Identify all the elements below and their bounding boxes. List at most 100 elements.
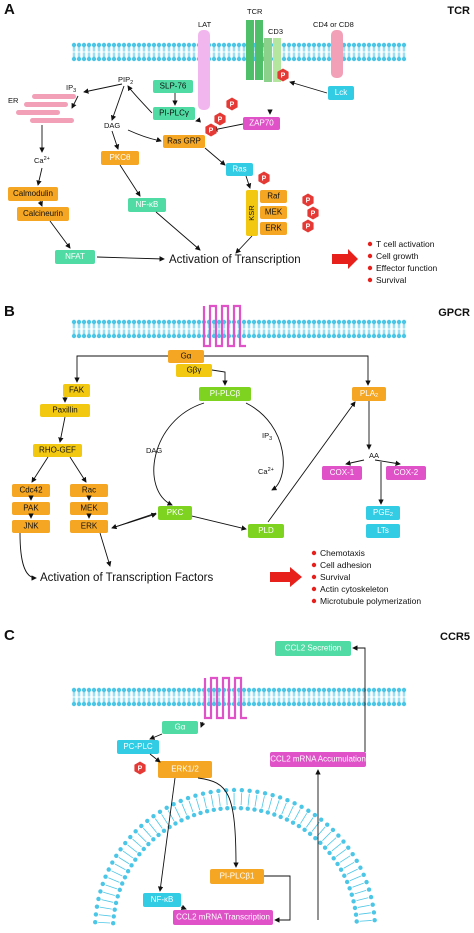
nuclear-lipid-tail <box>322 831 332 841</box>
membrane-b-lipid-head <box>186 333 192 339</box>
calcineurin-label: Calcineurin <box>23 209 63 218</box>
membrane-a-lipid-head <box>106 56 112 62</box>
pla2-label: PLA2 <box>360 389 378 399</box>
membrane-a-lipid-head <box>151 42 157 48</box>
rho-gef-label: RHO-GEF <box>39 446 76 455</box>
membrane-c-lipid-head <box>106 701 112 707</box>
membrane-a-lipid-head <box>326 42 332 48</box>
g-alpha-label-b: Gα <box>181 352 192 361</box>
nuclear-lipid-head <box>96 896 101 902</box>
nfat-label: NFAT <box>65 252 85 261</box>
lts-label: LTs <box>377 526 389 535</box>
membrane-b-lipid-head <box>101 333 107 339</box>
membrane-a-lipid-head <box>101 42 107 48</box>
nuclear-lipid-head <box>322 845 328 850</box>
nuclear-lipid-head <box>117 887 122 893</box>
nuclear-lipid-tail <box>356 897 369 901</box>
panel-c-letter: C <box>4 627 15 644</box>
membrane-c-lipid-head <box>166 701 172 707</box>
nuclear-lipid-tail <box>181 803 187 815</box>
nuclear-lipid-head <box>292 801 297 806</box>
nuclear-lipid-tail <box>294 809 301 821</box>
erk-label-b: ERK <box>81 522 98 531</box>
nuclear-lipid-tail <box>247 793 250 806</box>
arrows-panel-b <box>19 355 401 581</box>
membrane-c-lipid-head <box>116 701 122 707</box>
erk12-label: ERK1/2 <box>171 765 199 774</box>
nuclear-lipid-head <box>114 853 119 859</box>
membrane-b-lipid-head <box>96 333 102 339</box>
membrane-c-lipid-head <box>191 687 197 693</box>
nuclear-lipid-tail <box>98 921 111 924</box>
er-label: ER <box>8 96 19 105</box>
membrane-c-lipid-head <box>76 687 82 693</box>
nuclear-lipid-head <box>178 798 183 804</box>
nuclear-lipid-head <box>156 832 161 838</box>
membrane-b-lipid-head <box>341 333 347 339</box>
membrane-a-lipid-head <box>166 42 172 48</box>
bullet-b-3 <box>311 574 317 580</box>
nuclear-lipid-head <box>198 810 203 816</box>
nuclear-lipid-head <box>146 841 151 847</box>
membrane-c-lipid-head <box>341 701 347 707</box>
membrane-b-lipid-head <box>246 333 252 339</box>
membrane-c-lipid-head <box>131 701 137 707</box>
tcr-label: TCR <box>247 7 263 16</box>
nuclear-lipid-head <box>106 867 111 872</box>
nuclear-lipid-head <box>318 840 323 846</box>
membrane-c-lipid-head <box>241 687 247 693</box>
membrane-a-lipid-head <box>286 42 292 48</box>
membrane-c-lipid-head <box>266 687 272 693</box>
nuclear-lipid-tail <box>203 796 207 809</box>
paxillin-label: Paxillin <box>52 406 77 415</box>
membrane-c-lipid-head <box>376 687 382 693</box>
bullet-b-1 <box>311 550 317 556</box>
nuclear-lipid-head <box>113 900 119 906</box>
membrane-b-lipid-head <box>176 319 182 325</box>
membrane-b-lipid-head <box>216 333 222 339</box>
nuclear-lipid-head <box>361 872 366 878</box>
calcium-label-a: Ca2+ <box>34 156 50 165</box>
phospho-label: P <box>138 765 143 772</box>
ras-grp-label: Ras GRP <box>167 137 201 146</box>
membrane-a-lipid-head <box>311 42 317 48</box>
membrane-c-lipid-head <box>246 701 252 707</box>
membrane-a-lipid-head <box>226 56 232 62</box>
phospho-label: P <box>306 223 311 230</box>
panel-a: A TCR LAT TCR CD3 CD4 or CD8 Lck ER IP3 … <box>4 1 470 285</box>
membrane-b-lipid-head <box>396 333 402 339</box>
membrane-c-lipid-head <box>241 701 247 707</box>
nuclear-lipid-head <box>231 787 237 793</box>
membrane-a-lipid-head <box>386 56 392 62</box>
membrane-b-lipid-head <box>326 319 332 325</box>
membrane-a-lipid-head <box>291 56 297 62</box>
nuclear-lipid-head <box>185 795 191 801</box>
membrane-b-lipid-head <box>391 319 397 325</box>
bullet-b-5 <box>311 598 317 604</box>
nuclear-lipid-tail <box>359 920 372 922</box>
nuclear-lipid-head <box>245 806 250 811</box>
nuclear-lipid-head <box>231 805 237 811</box>
membrane-c-lipid-head <box>366 701 372 707</box>
zap70-label: ZAP70 <box>249 119 274 128</box>
membrane-a-lipid-head <box>176 56 182 62</box>
nuclear-lipid-head <box>93 919 98 925</box>
mek-label-a: MEK <box>265 208 283 217</box>
pkc-theta-node <box>101 151 139 165</box>
ccl2-mrna-transcription-label: CCL2 mRNA Transcription <box>176 913 270 922</box>
nuclear-lipid-head <box>364 879 369 885</box>
ksr-label: KSR <box>247 205 256 221</box>
nuclear-lipid-head <box>179 818 184 823</box>
panel-b-letter: B <box>4 303 15 320</box>
outcome-list-b: Chemotaxis Cell adhesion Survival Actin … <box>311 548 421 606</box>
membrane-b-lipid-head <box>96 319 102 325</box>
cd3-chain-1 <box>264 38 272 82</box>
nuclear-lipid-head <box>164 805 169 810</box>
nuclear-lipid-head <box>278 814 283 820</box>
nuclear-lipid-head <box>331 856 336 861</box>
membrane-c-lipid-head <box>311 701 317 707</box>
membrane-a-lipid-head <box>151 56 157 62</box>
tcr-chain-1 <box>246 20 254 80</box>
membrane-a-lipid-head <box>131 42 137 48</box>
nuclear-lipid-head <box>368 894 374 900</box>
